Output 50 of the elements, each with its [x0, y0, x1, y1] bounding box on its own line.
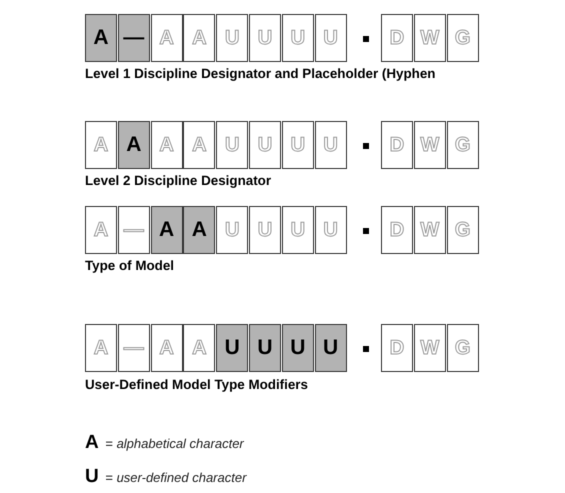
character-cell: A — [183, 14, 216, 62]
character-cell: G — [446, 121, 479, 169]
character-cell: U — [282, 121, 314, 169]
highlighted-character-cell: U — [314, 324, 347, 372]
character-cell: U — [314, 206, 347, 254]
character-cell: G — [446, 324, 479, 372]
character-cell: W — [414, 14, 446, 62]
character-cell: W — [414, 324, 446, 372]
character-cell: D — [381, 14, 413, 62]
character-cell: A — [85, 121, 117, 169]
character-cell: A — [183, 324, 216, 372]
character-cell: — — [118, 206, 150, 254]
character-cell: A — [85, 206, 117, 254]
character-cell: U — [314, 14, 347, 62]
character-cell: A — [150, 324, 183, 372]
character-cell: — — [118, 324, 150, 372]
highlighted-character-cell: A — [150, 206, 183, 254]
character-cell: U — [216, 14, 248, 62]
character-cell: A — [150, 121, 183, 169]
character-cell: D — [381, 121, 413, 169]
row-caption: User-Defined Model Type Modifiers — [85, 377, 308, 392]
character-cell: U — [216, 121, 248, 169]
character-cell: G — [446, 206, 479, 254]
character-cell: U — [216, 206, 248, 254]
character-cell: A — [150, 14, 183, 62]
highlighted-character-cell: U — [282, 324, 314, 372]
character-cell: D — [381, 206, 413, 254]
character-cell: U — [249, 206, 281, 254]
highlighted-character-cell: A — [85, 14, 117, 62]
highlighted-character-cell: U — [249, 324, 281, 372]
character-cell: W — [414, 121, 446, 169]
character-cell: A — [85, 324, 117, 372]
character-cell: U — [249, 121, 281, 169]
highlighted-character-cell: U — [216, 324, 248, 372]
character-cell: W — [414, 206, 446, 254]
row-caption: Level 1 Discipline Designator and Placeholder (Hyphen — [85, 66, 436, 81]
character-cell: U — [282, 14, 314, 62]
character-cell: D — [381, 324, 413, 372]
legend-entry: U = user-defined character — [85, 466, 246, 488]
row-caption: Level 2 Discipline Designator — [85, 173, 272, 188]
character-cell: A — [183, 121, 216, 169]
character-cell: U — [249, 14, 281, 62]
highlighted-character-cell: A — [183, 206, 216, 254]
highlighted-character-cell: — — [118, 14, 150, 62]
row-caption: Type of Model — [85, 258, 174, 273]
character-cell: U — [282, 206, 314, 254]
legend-entry: A = alphabetical character — [85, 432, 244, 454]
highlighted-character-cell: A — [118, 121, 150, 169]
character-cell: G — [446, 14, 479, 62]
character-cell: U — [314, 121, 347, 169]
